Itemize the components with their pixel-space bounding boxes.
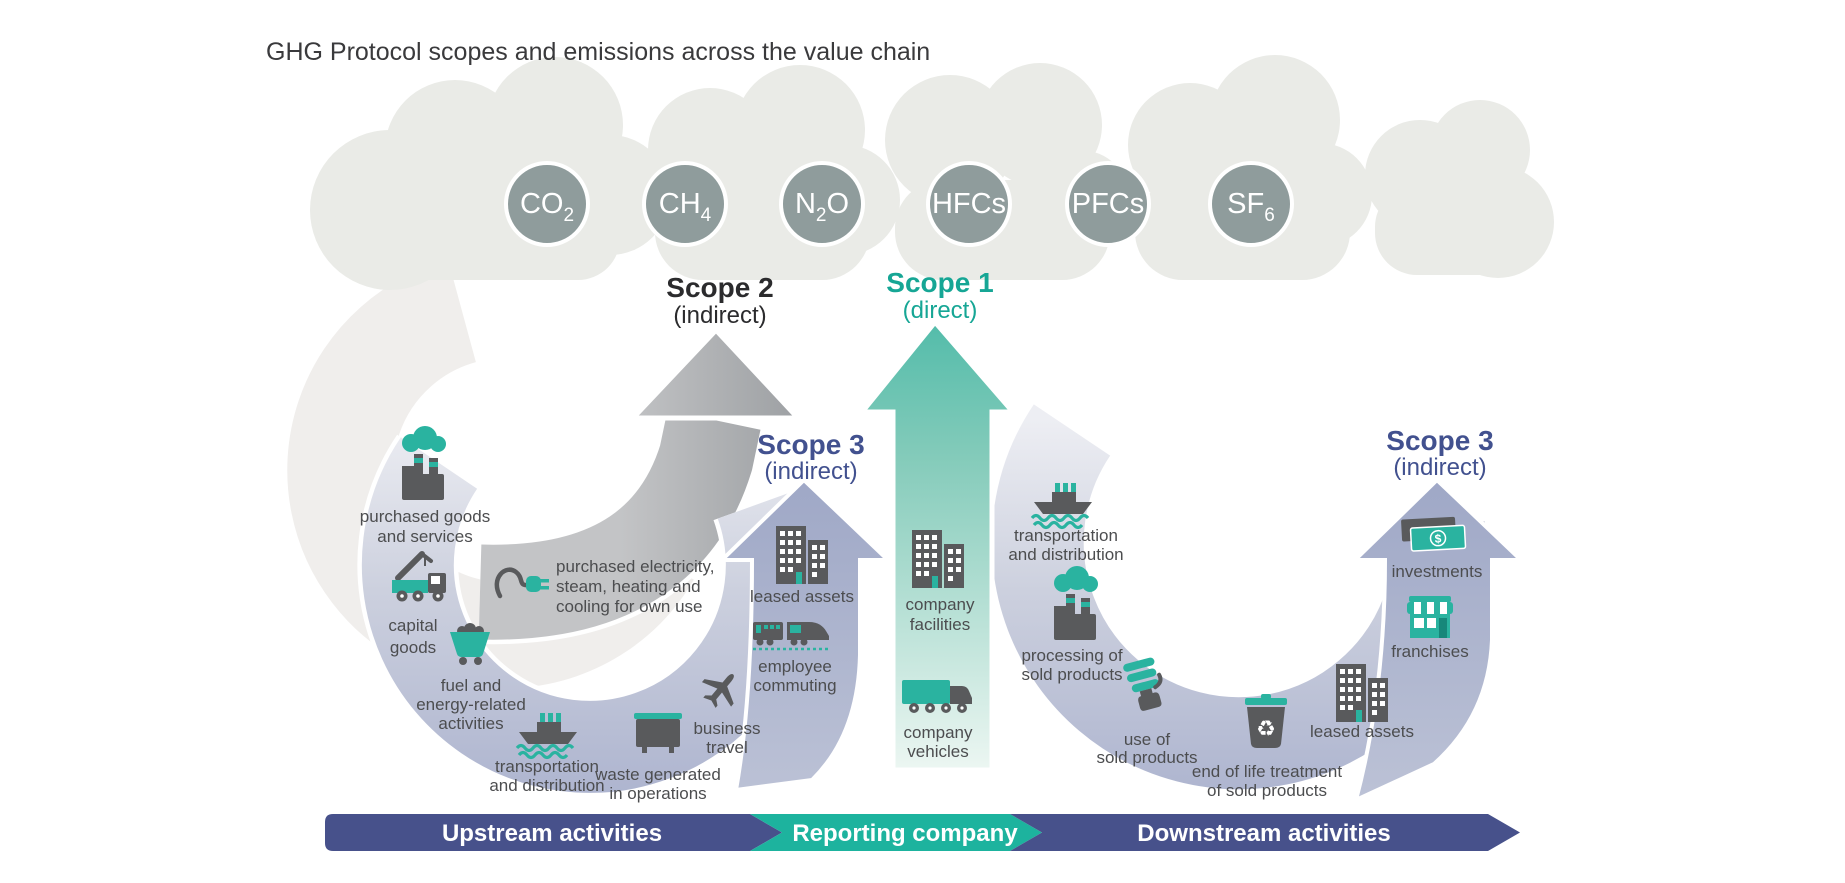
upstream-leased-assets-label: leased assets <box>750 587 854 606</box>
svg-text:business: business <box>693 719 760 738</box>
scope2-label: Scope 2 (indirect) <box>666 272 773 329</box>
svg-text:sold products: sold products <box>1021 665 1122 684</box>
clouds <box>310 55 1554 290</box>
svg-text:sold products: sold products <box>1096 748 1197 767</box>
waste-label: waste generated in operations <box>594 765 721 803</box>
gas-circle-hfcs: HFCs <box>926 161 1012 247</box>
mine-cart-icon <box>450 623 490 665</box>
svg-text:HFCs: HFCs <box>932 188 1006 220</box>
svg-text:SF6: SF6 <box>1227 188 1275 226</box>
dumpster-icon <box>634 713 682 753</box>
svg-text:waste generated: waste generated <box>594 765 721 784</box>
svg-text:purchased goods: purchased goods <box>360 507 490 526</box>
fuel-energy-label: fuel and energy-related activities <box>416 676 526 733</box>
company-facilities-label: company facilities <box>906 595 975 634</box>
svg-text:company: company <box>906 595 975 614</box>
page-title: GHG Protocol scopes and emissions across… <box>266 38 930 66</box>
business-travel-label: business travel <box>693 719 760 757</box>
svg-text:fuel and: fuel and <box>441 676 502 695</box>
company-truck-icon <box>902 680 972 713</box>
gas-circle-co2: CO2 <box>504 161 590 247</box>
reporting-bar-label: Reporting company <box>792 820 1018 847</box>
svg-text:cooling for own use: cooling for own use <box>556 597 702 616</box>
svg-text:Scope 3: Scope 3 <box>1386 425 1493 456</box>
downstream-leased-assets-label: leased assets <box>1310 722 1414 741</box>
scope3-downstream-label: Scope 3 (indirect) <box>1386 425 1493 481</box>
gas-circles: CO2 CH4 N2O HFCs PFCs SF6 <box>504 161 1294 247</box>
svg-text:(indirect): (indirect) <box>1393 454 1486 481</box>
svg-text:employee: employee <box>758 657 832 676</box>
upstream-transport-label: transportation and distribution <box>489 757 604 795</box>
svg-text:transportation: transportation <box>495 757 599 776</box>
banknotes-icon: $ <box>1401 516 1467 552</box>
svg-text:end of life treatment: end of life treatment <box>1192 762 1343 781</box>
recycle-bin-icon: ♻ <box>1245 694 1287 748</box>
svg-text:steam, heating and: steam, heating and <box>556 577 701 596</box>
svg-text:N2O: N2O <box>795 188 849 226</box>
dollar-glyph: $ <box>1434 532 1442 546</box>
svg-text:(indirect): (indirect) <box>764 458 857 485</box>
downstream-transport-label: transportation and distribution <box>1008 526 1123 564</box>
commuter-train-icon <box>753 622 829 651</box>
svg-text:and distribution: and distribution <box>489 776 604 795</box>
svg-text:energy-related: energy-related <box>416 695 526 714</box>
svg-text:facilities: facilities <box>910 615 970 634</box>
svg-text:commuting: commuting <box>753 676 836 695</box>
upstream-bar-label: Upstream activities <box>442 820 662 847</box>
investments-label: investments <box>1392 562 1483 581</box>
purchased-electricity-label: purchased electricity, steam, heating an… <box>556 557 714 616</box>
svg-text:(indirect): (indirect) <box>673 302 766 329</box>
capital-goods-label: capital goods <box>388 616 437 657</box>
svg-text:travel: travel <box>706 738 748 757</box>
gas-circle-ch4: CH4 <box>642 161 728 247</box>
svg-text:processing of: processing of <box>1021 646 1122 665</box>
employee-commuting-label: employee commuting <box>753 657 836 695</box>
storefront-icon <box>1407 596 1453 638</box>
plug-icon <box>494 567 549 599</box>
svg-text:in operations: in operations <box>609 784 706 803</box>
svg-text:goods: goods <box>390 638 436 657</box>
scope3-upstream-label: Scope 3 (indirect) <box>757 429 864 485</box>
company-vehicles-label: company vehicles <box>904 723 973 761</box>
cfl-bulb-icon <box>1123 657 1163 711</box>
svg-text:transportation: transportation <box>1014 526 1118 545</box>
gas-circle-n2o: N2O <box>779 161 865 247</box>
reporting-bar-segment <box>750 814 1042 851</box>
scope1-label: Scope 1 (direct) <box>886 267 993 324</box>
processing-label: processing of sold products <box>1021 646 1122 684</box>
svg-text:company: company <box>904 723 973 742</box>
svg-text:Scope 3: Scope 3 <box>757 429 864 460</box>
scope3-downstream-arrow <box>1350 477 1526 804</box>
purchased-goods-label: purchased goods and services <box>360 507 490 546</box>
svg-text:purchased electricity,: purchased electricity, <box>556 557 714 576</box>
bottom-bar: Upstream activities Reporting company Do… <box>325 814 1520 851</box>
svg-text:(direct): (direct) <box>903 297 978 324</box>
svg-text:activities: activities <box>438 714 503 733</box>
svg-text:Scope 2: Scope 2 <box>666 272 773 303</box>
svg-text:and services: and services <box>377 527 472 546</box>
downstream-bar-label: Downstream activities <box>1137 820 1390 847</box>
svg-text:CO2: CO2 <box>520 188 574 226</box>
svg-text:capital: capital <box>388 616 437 635</box>
recycle-glyph: ♻ <box>1256 716 1276 741</box>
svg-text:Scope 1: Scope 1 <box>886 267 993 298</box>
svg-text:of sold products: of sold products <box>1207 781 1327 800</box>
svg-text:CH4: CH4 <box>659 188 712 226</box>
downstream-bar-segment <box>1010 814 1520 851</box>
gas-circle-sf6: SF6 <box>1208 161 1294 247</box>
crane-truck-icon <box>392 551 446 602</box>
gas-circle-pfcs: PFCs <box>1065 161 1151 247</box>
airplane-icon <box>701 674 734 708</box>
franchises-label: franchises <box>1391 642 1468 661</box>
end-of-life-label: end of life treatment of sold products <box>1192 762 1343 800</box>
svg-text:and distribution: and distribution <box>1008 545 1123 564</box>
svg-text:use of: use of <box>1124 730 1171 749</box>
use-of-sold-label: use of sold products <box>1096 730 1197 767</box>
upstream-bar-segment <box>325 814 782 851</box>
svg-text:vehicles: vehicles <box>907 742 968 761</box>
svg-text:PFCs: PFCs <box>1072 188 1145 220</box>
